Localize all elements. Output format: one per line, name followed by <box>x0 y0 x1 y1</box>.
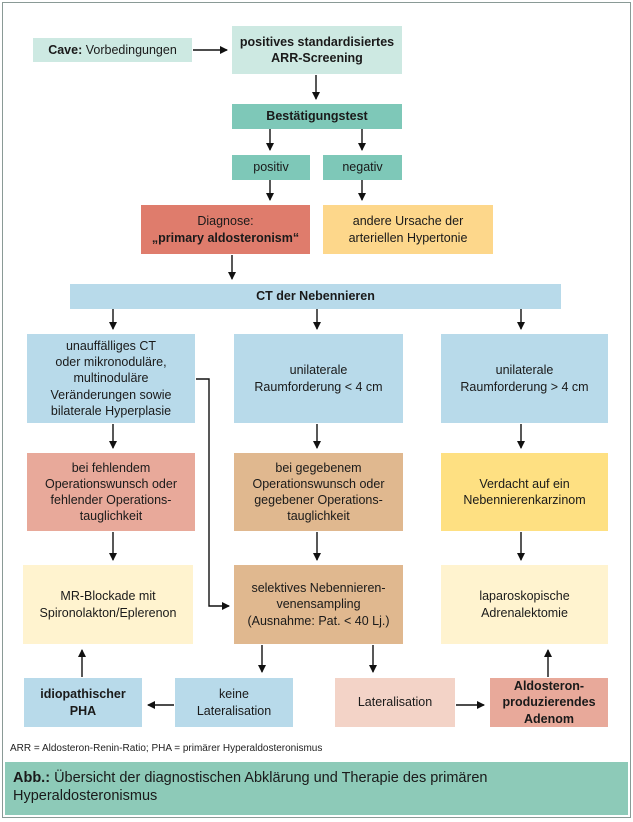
arrow-ct-to-sampling <box>196 378 230 610</box>
figure-caption: Abb.: Übersicht der diagnostischen Abklä… <box>5 762 628 815</box>
carcinoma-box: Verdacht auf ein Nebennierenkarzinom <box>441 453 608 531</box>
ct-inconspicuous-box: unauffälliges CT oder mikronoduläre, mul… <box>27 334 195 423</box>
cave-text: Vorbedingungen <box>85 42 177 57</box>
no-lateralisation-box: keine Lateralisation <box>175 678 293 727</box>
diagnosis-line2: „primary aldosteronism“ <box>151 230 300 245</box>
cave-label: Cave: <box>48 42 83 57</box>
with-surgery-box: bei gegebenem Operationswunsch oder gege… <box>234 453 403 531</box>
caption-text: Übersicht der diagnostischen Abklärung u… <box>13 770 488 805</box>
cave-box: Cave: Vorbedingungen <box>33 38 192 62</box>
other-cause-box: andere Ursache der arteriellen Hypertoni… <box>323 205 493 254</box>
caption-label: Abb.: <box>13 770 51 786</box>
unilateral-small-box: unilaterale Raumforderung < 4 cm <box>234 334 403 423</box>
idiopathic-box: idiopathischer PHA <box>24 678 142 727</box>
mr-blockade-box: MR-Blockade mit Spironolakton/Eplerenon <box>23 565 193 644</box>
confirm-test-box: Bestätigungstest <box>232 104 402 129</box>
unilateral-large-box: unilaterale Raumforderung > 4 cm <box>441 334 608 423</box>
adenoma-box: Aldosteron- produzierendes Adenom <box>490 678 608 727</box>
negativ-box: negativ <box>323 155 402 180</box>
sampling-box: selektives Nebennieren- venensampling (A… <box>234 565 403 644</box>
footnote: ARR = Aldosteron-Renin-Ratio; PHA = prim… <box>10 743 323 754</box>
lateralisation-box: Lateralisation <box>335 678 455 727</box>
diagnosis-line1: Diagnose: <box>197 214 254 229</box>
laparoscopic-box: laparoskopische Adrenalektomie <box>441 565 608 644</box>
ct-box: CT der Nebennieren <box>70 284 561 309</box>
screening-box: positives standardisiertes ARR-Screening <box>232 26 402 74</box>
positiv-box: positiv <box>232 155 310 180</box>
no-surgery-box: bei fehlendem Operationswunsch oder fehl… <box>27 453 195 531</box>
diagnosis-box: Diagnose:„primary aldosteronism“ <box>141 205 310 254</box>
